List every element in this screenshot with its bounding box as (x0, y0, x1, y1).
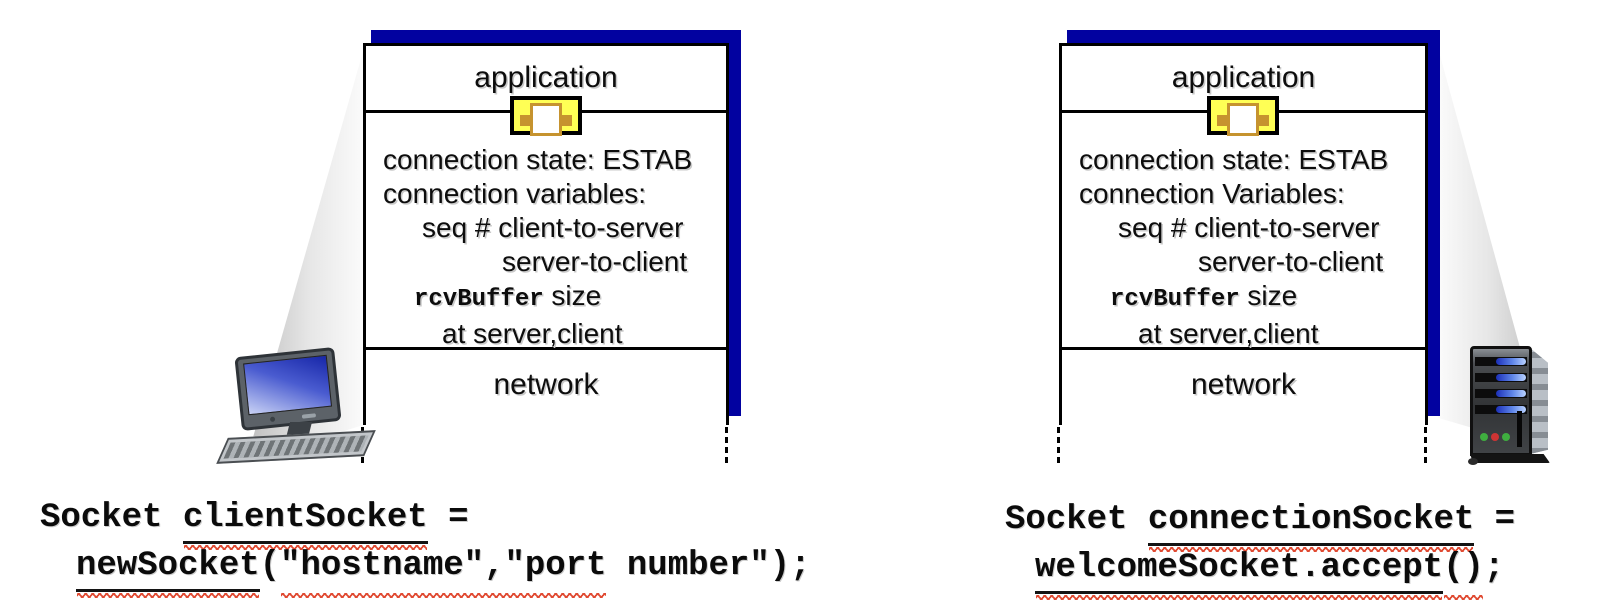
socket-door (1227, 103, 1259, 136)
client-protocol-stack-box: application connection state: ESTAB conn… (363, 43, 729, 425)
server-socket-code: Socket connectionSocket = welcomeSocket.… (1005, 498, 1515, 600)
monitor-screen (243, 354, 333, 416)
connection-state-line: connection state: ESTAB (1079, 144, 1389, 175)
server-protocol-stack-box: application connection state: ESTAB conn… (1059, 43, 1428, 425)
rcvbuffer-variable: rcvBuffer (1110, 286, 1240, 313)
monitor (234, 346, 342, 432)
server-code-line-1: Socket connectionSocket = (1005, 498, 1515, 552)
seq-client-to-server-line: seq # client-to-server (1118, 212, 1380, 243)
at-server-client-line: at server,client (1138, 318, 1319, 349)
server-led-green (1502, 433, 1510, 441)
server-stack-dashed-left (1057, 427, 1060, 463)
server-led-green (1480, 433, 1488, 441)
rcvbuffer-suffix: size (1239, 280, 1298, 311)
server-code-line-2: welcomeSocket.accept(); (1035, 546, 1515, 600)
client-network-layer-label: network (493, 368, 599, 401)
server-drive-slot (1517, 411, 1522, 447)
server-box-shadow-top (1067, 30, 1440, 43)
socket-icon (1207, 96, 1279, 136)
connection-state-line: connection state: ESTAB (383, 144, 693, 175)
rcvbuffer-size-line: rcvBuffer size (1062, 279, 1425, 317)
socket-pin-right (561, 115, 572, 126)
socket-icon (510, 96, 582, 136)
client-socket-code: Socket clientSocket = newSocket("hostnam… (40, 496, 811, 598)
rcvbuffer-suffix: size (543, 280, 602, 311)
connection-variables-line: connection variables: (383, 178, 647, 209)
seq-server-to-client-line: server-to-client (1198, 246, 1384, 277)
rcvbuffer-variable: rcvBuffer (414, 286, 544, 313)
socket-pin-left (1217, 115, 1228, 126)
client-tcp-state-section: connection state: ESTAB connection varia… (366, 113, 726, 350)
connection-variables-line: connection Variables: (1079, 178, 1345, 209)
socket-door (530, 103, 562, 136)
client-code-line-1: Socket clientSocket = (40, 496, 811, 550)
server-side-panel (1530, 348, 1548, 454)
server-tcp-state-section: connection state: ESTAB connection Varia… (1062, 113, 1425, 350)
server-base (1470, 454, 1550, 463)
server-tower-icon (1468, 346, 1556, 466)
client-stack-dashed-right (725, 427, 728, 463)
server-network-layer-label: network (1190, 368, 1297, 401)
server-front-panel (1470, 346, 1532, 456)
client-code-line-2: newSocket("hostname","port number"); (76, 544, 811, 598)
socket-pin-left (520, 115, 531, 126)
server-box-shadow-right (1428, 30, 1440, 416)
seq-client-to-server-line: seq # client-to-server (422, 212, 684, 243)
socket-pin-right (1258, 115, 1269, 126)
server-stack-dashed-right (1424, 427, 1427, 463)
at-server-client-line: at server,client (442, 318, 623, 349)
rcvbuffer-size-line: rcvBuffer size (366, 279, 726, 317)
client-box-shadow-top (371, 30, 741, 43)
seq-server-to-client-line: server-to-client (502, 246, 688, 277)
desktop-computer-icon (216, 346, 376, 464)
keyboard (216, 430, 376, 464)
server-led-red (1491, 433, 1499, 441)
client-box-shadow-right (729, 30, 741, 416)
